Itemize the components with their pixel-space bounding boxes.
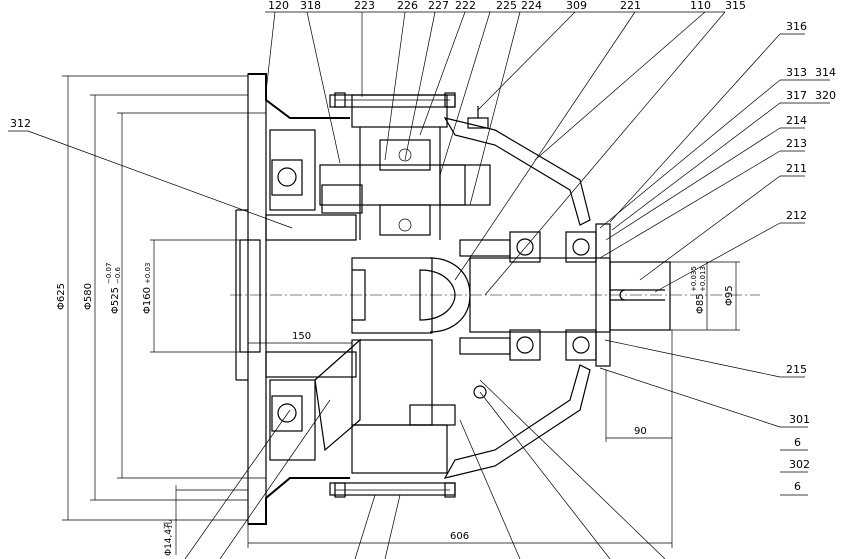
lower-ring-gear xyxy=(329,339,456,496)
left-upper-bearing xyxy=(271,159,303,196)
top-bolt-row xyxy=(334,92,456,108)
label-223: 223 xyxy=(354,0,375,12)
dim-160: Φ160 xyxy=(142,287,153,314)
label-214: 214 xyxy=(786,114,807,127)
dim-85: Φ85 xyxy=(695,293,706,314)
label-110: 110 xyxy=(690,0,711,12)
label-317: 317 xyxy=(786,89,807,102)
label-313: 313 xyxy=(786,66,807,79)
label-309: 309 xyxy=(566,0,587,12)
dim-525: Φ525 xyxy=(110,287,121,314)
label-318: 318 xyxy=(300,0,321,12)
bottom-bolt-row xyxy=(334,482,456,498)
dimension-lines xyxy=(62,75,737,555)
dim-85-tol-low: +0.013 xyxy=(699,266,707,292)
dim-holes: Φ14,4孔 xyxy=(163,520,174,556)
leader-lines xyxy=(8,11,830,559)
label-227: 227 xyxy=(428,0,449,12)
label-225: 225 xyxy=(496,0,517,12)
label-222: 222 xyxy=(455,0,476,12)
label-301-qty: 6 xyxy=(794,436,801,449)
dim-90: 90 xyxy=(634,426,647,437)
dim-580: Φ580 xyxy=(83,283,94,310)
label-320: 320 xyxy=(815,89,836,102)
left-lower-bearing xyxy=(271,395,303,432)
dim-95: Φ95 xyxy=(724,285,735,306)
label-211: 211 xyxy=(786,162,807,175)
upper-ring-gear xyxy=(319,94,491,240)
label-314: 314 xyxy=(815,66,836,79)
label-302-qty: 6 xyxy=(794,480,801,493)
dim-525-tol-up: −0.07 xyxy=(105,263,113,284)
housing-cover xyxy=(443,106,591,479)
label-213: 213 xyxy=(786,137,807,150)
label-215: 215 xyxy=(786,363,807,376)
label-226: 226 xyxy=(397,0,418,12)
label-315: 315 xyxy=(725,0,746,12)
output-lower-bearings xyxy=(459,329,597,399)
label-316: 316 xyxy=(786,20,807,33)
label-212: 212 xyxy=(786,209,807,222)
dim-160-tol: +0.03 xyxy=(144,263,152,284)
dim-606: 606 xyxy=(450,531,469,542)
label-120: 120 xyxy=(268,0,289,12)
input-carrier xyxy=(239,129,361,461)
label-312: 312 xyxy=(10,117,31,130)
label-221: 221 xyxy=(620,0,641,12)
dim-85-tol-up: +0.035 xyxy=(690,266,698,292)
dim-150: 150 xyxy=(292,331,311,342)
label-302: 302 xyxy=(789,458,810,471)
dim-625: Φ625 xyxy=(56,283,67,310)
mounting-flange xyxy=(235,73,350,525)
output-shaft xyxy=(469,223,740,367)
dim-525-tol-low: −0.6 xyxy=(114,266,122,284)
label-224: 224 xyxy=(521,0,542,12)
label-301: 301 xyxy=(789,413,810,426)
output-upper-bearings xyxy=(459,231,597,263)
sun-carrier xyxy=(351,257,471,334)
